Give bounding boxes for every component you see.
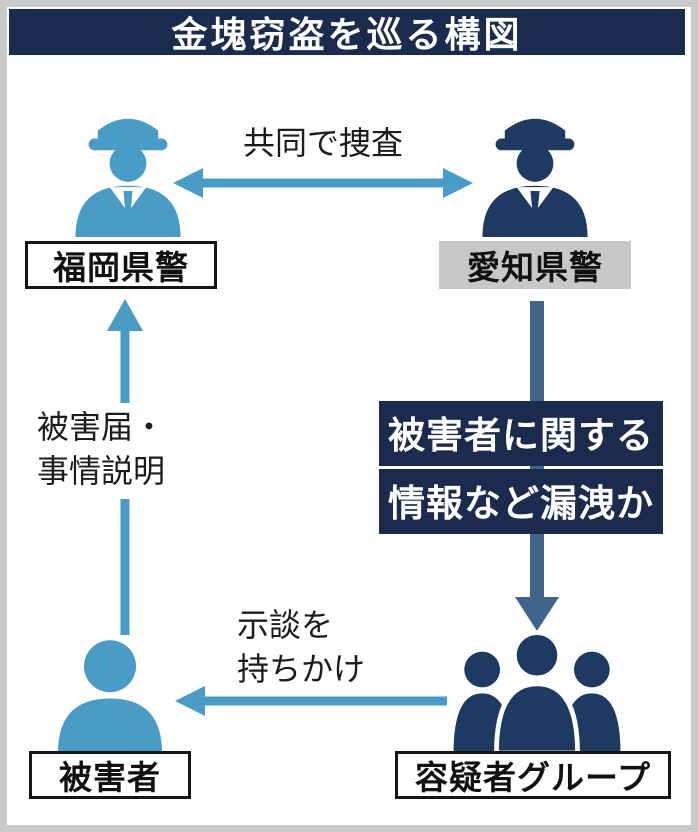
settlement-offer-left-arrow <box>175 686 447 716</box>
information-leak-label-line2: 情報など漏洩か <box>379 469 663 534</box>
settlement-offer-label-line1: 示談を <box>237 607 334 643</box>
victim-report-label: 被害届・ 事情説明 <box>35 403 176 499</box>
suspect-group-icon <box>453 630 621 753</box>
suspect-group-label: 容疑者グループ <box>395 751 671 799</box>
information-leak-label: 被害者に関する 情報など漏洩か <box>379 401 663 537</box>
joint-investigation-label: 共同で捜査 <box>242 125 403 161</box>
fukuoka-police-officer-icon <box>75 118 181 237</box>
page-title: 金塊窃盗を巡る構図 <box>9 9 685 55</box>
aichi-police-officer-icon <box>482 118 588 237</box>
information-leak-label-line1: 被害者に関する <box>379 401 663 466</box>
victim-report-label-line2: 事情説明 <box>37 453 166 489</box>
fukuoka-police-label: 福岡県警 <box>25 241 217 289</box>
victim-label: 被害者 <box>29 751 191 799</box>
victim-report-label-line1: 被害届・ <box>37 409 166 445</box>
settlement-offer-label: 示談を 持ちかけ <box>237 603 365 691</box>
aichi-police-label: 愛知県警 <box>439 241 631 289</box>
joint-investigation-double-arrow <box>173 168 473 198</box>
settlement-offer-label-line2: 持ちかけ <box>237 651 366 687</box>
victim-person-icon <box>57 640 163 753</box>
